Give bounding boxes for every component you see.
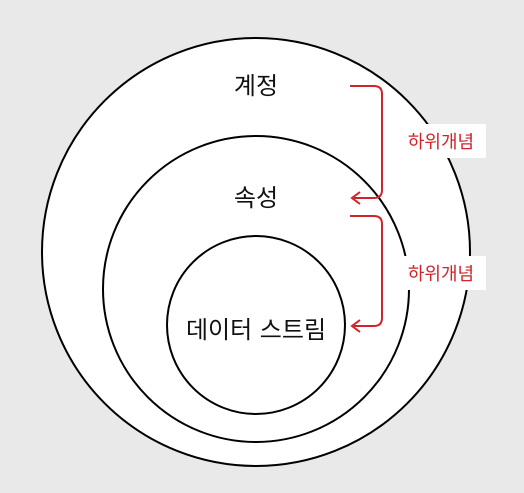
relation-label-1: 하위개념 (408, 132, 474, 153)
relation-label-box-1 (396, 124, 486, 158)
arrowhead-2-icon (350, 319, 361, 333)
arrowhead-1-icon (350, 191, 361, 205)
relation-bracket-2 (350, 215, 383, 327)
relation-label-box-2 (396, 256, 486, 290)
circle-data-stream (166, 235, 346, 415)
level-label-data-stream: 데이터 스트림 (186, 316, 326, 344)
level-label-account: 계정 (234, 72, 278, 100)
level-label-property: 속성 (234, 184, 278, 212)
relation-label-2: 하위개념 (408, 264, 474, 285)
relation-bracket-1 (350, 85, 383, 199)
